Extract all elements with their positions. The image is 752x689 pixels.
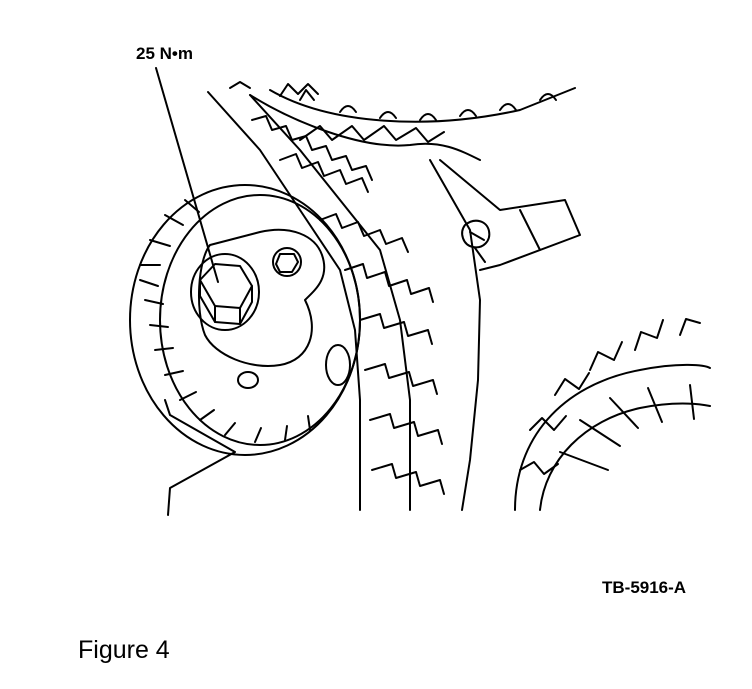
torque-leader-line xyxy=(156,68,218,282)
upper-sprocket xyxy=(230,82,575,122)
figure-caption: Figure 4 xyxy=(78,636,170,664)
torque-spec-label: 25 N•m xyxy=(136,44,193,63)
figure-reference-code: TB-5916-A xyxy=(602,578,687,597)
lower-bracket-line xyxy=(165,400,235,515)
timing-belt xyxy=(208,92,480,510)
bracket-arm xyxy=(440,160,580,270)
bolt-icon xyxy=(200,264,252,308)
tensioner-pulley xyxy=(130,185,360,455)
lower-sprocket xyxy=(515,319,710,510)
